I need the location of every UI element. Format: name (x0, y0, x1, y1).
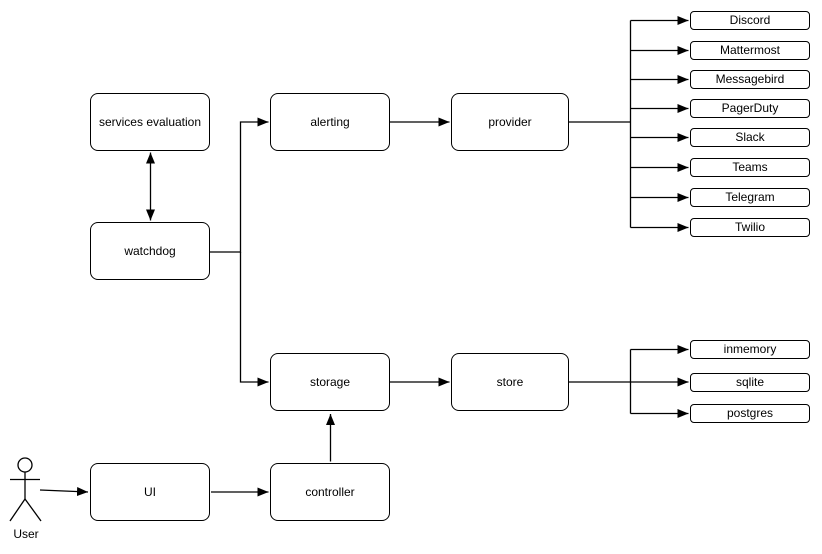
provider-target-pagerduty: PagerDuty (690, 99, 810, 118)
edge-watchdog-alerting (210, 117, 269, 253)
edge-watchdog-storage (239, 252, 269, 387)
node-storage: storage (270, 353, 390, 411)
node-controller: controller (270, 463, 390, 521)
node-ui: UI (90, 463, 210, 521)
provider-target-teams: Teams (690, 158, 810, 177)
provider-target-discord: Discord (690, 11, 810, 30)
edge-user-ui (39, 487, 89, 497)
node-watchdog: watchdog (90, 222, 210, 280)
provider-target-slack: Slack (690, 128, 810, 147)
store-target-sqlite: sqlite (690, 372, 810, 392)
provider-target-messagebird: Messagebird (690, 70, 810, 89)
provider-target-twilio: Twilio (690, 218, 810, 237)
user-actor-icon (9, 457, 42, 522)
node-store: store (451, 353, 569, 411)
store-target-postgres: postgres (690, 404, 810, 423)
user-actor-label: User (13, 527, 39, 541)
store-target-inmemory: inmemory (690, 340, 810, 359)
provider-target-telegram: Telegram (690, 188, 810, 207)
node-services-evaluation: services evaluation (90, 93, 210, 151)
node-alerting: alerting (270, 93, 390, 151)
provider-target-mattermost: Mattermost (690, 41, 810, 60)
node-provider: provider (451, 93, 569, 151)
